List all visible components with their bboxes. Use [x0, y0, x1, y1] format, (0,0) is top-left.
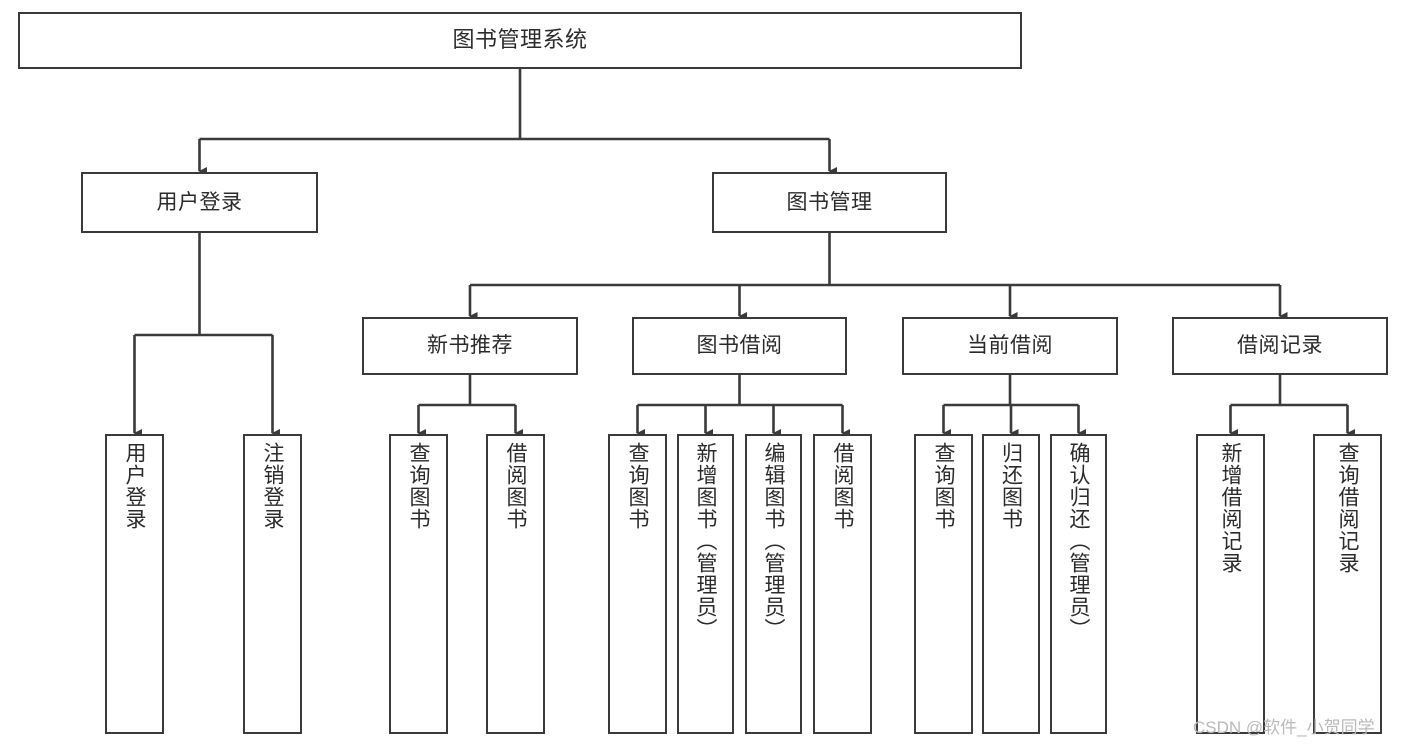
- leaf-add-book[interactable]: 新增图书（管理员）: [677, 434, 734, 734]
- leaf-query-book-2-label: 查询图书: [626, 442, 649, 530]
- leaf-query-book-1[interactable]: 查询图书: [389, 434, 448, 734]
- leaf-user-login[interactable]: 用户登录: [105, 434, 164, 734]
- leaf-return-book[interactable]: 归还图书: [982, 434, 1040, 734]
- node-user-login-label: 用户登录: [156, 190, 243, 214]
- leaf-confirm-return-label: 确认归还（管理员）: [1067, 442, 1090, 640]
- leaf-query-book-1-label: 查询图书: [407, 442, 430, 530]
- node-borrow-record[interactable]: 借阅记录: [1172, 317, 1388, 375]
- node-book-borrow[interactable]: 图书借阅: [632, 317, 847, 375]
- node-user-login[interactable]: 用户登录: [81, 172, 318, 233]
- leaf-edit-book[interactable]: 编辑图书（管理员）: [745, 434, 802, 734]
- leaf-add-book-label: 新增图书（管理员）: [694, 442, 717, 640]
- leaf-borrow-book-1[interactable]: 借阅图书: [486, 434, 545, 734]
- node-root[interactable]: 图书管理系统: [18, 12, 1022, 69]
- leaf-query-borrow-record[interactable]: 查询借阅记录: [1313, 434, 1382, 734]
- csdn-watermark: CSDN @软件_小贺同学: [1193, 718, 1375, 737]
- leaf-query-book-3[interactable]: 查询图书: [914, 434, 973, 734]
- node-root-label: 图书管理系统: [452, 27, 588, 53]
- leaf-logout[interactable]: 注销登录: [243, 434, 302, 734]
- leaf-borrow-book-2-label: 借阅图书: [831, 442, 854, 530]
- node-new-book-recommendation[interactable]: 新书推荐: [362, 317, 578, 375]
- leaf-query-book-2[interactable]: 查询图书: [608, 434, 667, 734]
- leaf-query-borrow-record-label: 查询借阅记录: [1336, 442, 1359, 574]
- leaf-user-login-label: 用户登录: [123, 442, 146, 530]
- leaf-confirm-return[interactable]: 确认归还（管理员）: [1050, 434, 1107, 734]
- node-new-book-recommendation-label: 新书推荐: [427, 334, 513, 358]
- node-borrow-record-label: 借阅记录: [1237, 334, 1323, 358]
- leaf-logout-label: 注销登录: [261, 442, 284, 530]
- leaf-add-borrow-record[interactable]: 新增借阅记录: [1196, 434, 1265, 734]
- leaf-return-book-label: 归还图书: [999, 442, 1023, 530]
- leaf-query-book-3-label: 查询图书: [932, 442, 955, 530]
- leaf-borrow-book-1-label: 借阅图书: [504, 442, 527, 530]
- node-book-borrow-label: 图书借阅: [696, 334, 783, 358]
- node-book-management-label: 图书管理: [786, 190, 873, 214]
- node-book-management[interactable]: 图书管理: [712, 172, 947, 233]
- leaf-borrow-book-2[interactable]: 借阅图书: [813, 434, 872, 734]
- node-current-borrow-label: 当前借阅: [967, 334, 1053, 358]
- leaf-edit-book-label: 编辑图书（管理员）: [762, 442, 785, 640]
- leaf-add-borrow-record-label: 新增借阅记录: [1219, 442, 1242, 574]
- node-current-borrow[interactable]: 当前借阅: [902, 317, 1118, 375]
